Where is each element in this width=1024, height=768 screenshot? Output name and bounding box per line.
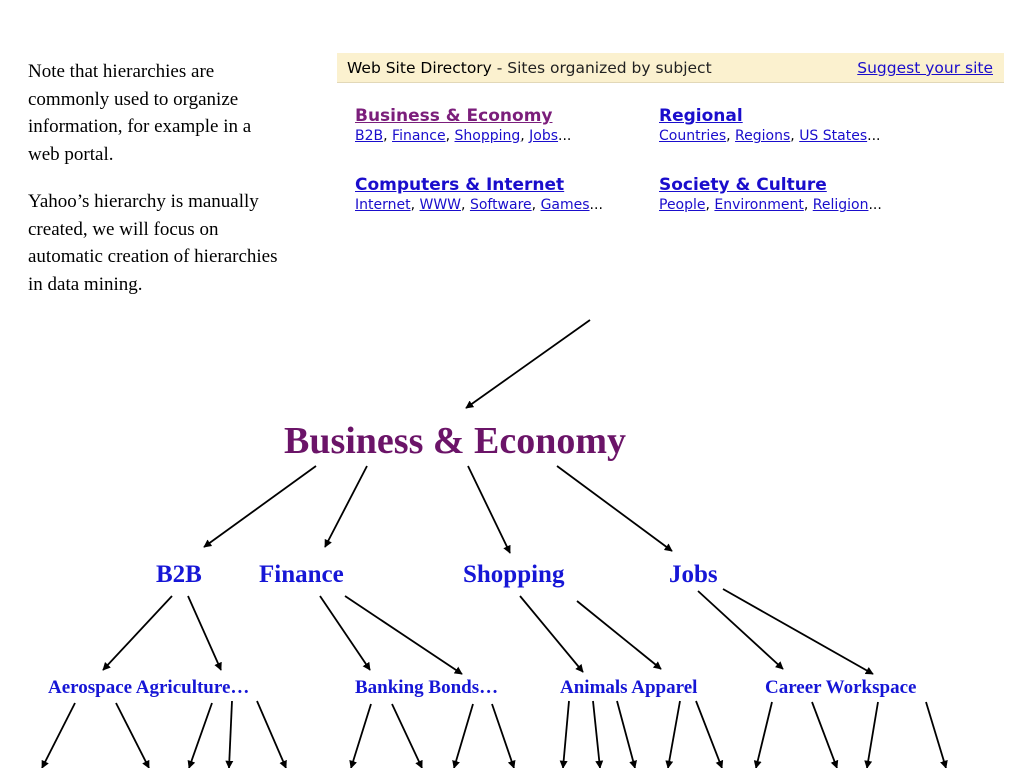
note-paragraph-1: Note that hierarchies are commonly used … — [28, 61, 252, 165]
directory-subtitle: - Sites organized by subject — [491, 59, 712, 77]
arrow-shopping-to-apparel — [576, 600, 662, 670]
subcategory-link[interactable]: WWW — [419, 197, 462, 213]
arrow-level3 — [187, 702, 213, 768]
subcategory-link[interactable]: Religion — [812, 197, 869, 213]
directory-title-text: Web Site Directory — [347, 59, 492, 77]
directory-title: Web Site Directory - Sites organized by … — [347, 59, 712, 77]
arrow-level3 — [225, 700, 234, 768]
subcategory-link[interactable]: People — [659, 197, 706, 213]
explanatory-note: Note that hierarchies are commonly used … — [28, 58, 278, 318]
arrow-finance-to-bonds — [344, 595, 463, 675]
subcategory-link[interactable]: Environment — [714, 197, 804, 213]
ellipsis: ... — [868, 197, 882, 213]
arrow-shopping-to-animals — [519, 595, 584, 673]
tree-node-career-workspace: Career Workspace — [765, 677, 917, 698]
arrow-b2b-to-agriculture — [187, 595, 222, 671]
subcategory-link[interactable]: Software — [469, 197, 532, 213]
tree-node-b2b: B2B — [156, 561, 202, 588]
category-link[interactable]: Computers & Internet — [355, 175, 565, 195]
tree-node-banking-bonds: Banking Bonds… — [355, 677, 499, 698]
category-regional: Regional Countries, Regions, US States..… — [659, 106, 880, 144]
category-link[interactable]: Business & Economy — [355, 106, 553, 126]
arrow-level3 — [864, 701, 879, 768]
arrow-level3 — [559, 700, 570, 768]
category-business-economy: Business & Economy B2B, Finance, Shoppin… — [355, 106, 571, 144]
tree-node-aerospace-agriculture: Aerospace Agriculture… — [48, 677, 250, 698]
tree-node-finance: Finance — [259, 561, 344, 588]
subcategory-list: B2B, Finance, Shopping, Jobs... — [355, 128, 572, 144]
arrow-level3 — [115, 702, 150, 768]
subcategory-link[interactable]: Regions — [735, 128, 791, 144]
arrow-jobs-to-workspace — [722, 588, 874, 675]
arrow-level3 — [925, 701, 948, 768]
ellipsis: ... — [558, 128, 572, 144]
arrow-root-to-jobs — [556, 465, 673, 552]
subcategory-link[interactable]: Shopping — [454, 128, 521, 144]
arrow-finance-to-banking — [319, 595, 371, 671]
ellipsis: ... — [867, 128, 881, 144]
ellipsis: ... — [589, 197, 603, 213]
subcategory-link[interactable]: B2B — [355, 128, 384, 144]
subcategory-link[interactable]: Internet — [355, 197, 411, 213]
category-computers-internet: Computers & Internet Internet, WWW, Soft… — [355, 175, 603, 213]
arrow-level3 — [616, 700, 637, 768]
web-site-directory: Web Site Directory - Sites organized by … — [337, 53, 1004, 233]
suggest-site-link[interactable]: Suggest your site — [857, 59, 993, 77]
subcategory-link[interactable]: Countries — [659, 128, 727, 144]
category-link[interactable]: Regional — [659, 106, 743, 126]
subcategory-link[interactable]: Finance — [392, 128, 446, 144]
arrow-level3 — [753, 701, 773, 768]
arrow-jobs-to-career — [697, 590, 784, 670]
subcategory-link[interactable]: US States — [799, 128, 868, 144]
arrow-level3 — [695, 700, 724, 768]
subcategory-link[interactable]: Games — [540, 197, 590, 213]
arrow-b2b-to-aerospace — [102, 595, 173, 671]
arrow-level3 — [491, 703, 516, 768]
subcategory-list: People, Environment, Religion... — [659, 197, 882, 213]
directory-header-bar: Web Site Directory - Sites organized by … — [337, 53, 1004, 83]
subcategory-list: Countries, Regions, US States... — [659, 128, 881, 144]
arrow-directory-to-root — [465, 319, 591, 409]
subcategory-link[interactable]: Jobs — [529, 128, 559, 144]
tree-node-animals-apparel: Animals Apparel — [560, 677, 698, 698]
note-paragraph-2: Yahoo’s hierarchy is manually created, w… — [28, 191, 278, 295]
category-link[interactable]: Society & Culture — [659, 175, 827, 195]
arrow-root-to-shopping — [467, 465, 511, 554]
arrow-root-to-finance — [324, 465, 368, 548]
subcategory-list: Internet, WWW, Software, Games... — [355, 197, 603, 213]
arrow-level3 — [811, 701, 839, 768]
arrow-level3 — [452, 703, 474, 768]
arrow-level3 — [391, 703, 423, 768]
arrow-level3 — [592, 700, 604, 768]
arrow-root-to-b2b — [203, 465, 317, 548]
arrow-level3 — [349, 703, 372, 768]
arrow-level3 — [665, 700, 681, 768]
tree-node-shopping: Shopping — [463, 561, 565, 588]
category-society-culture: Society & Culture People, Environment, R… — [659, 175, 882, 213]
tree-node-jobs: Jobs — [669, 561, 718, 588]
arrow-level3 — [41, 702, 76, 768]
tree-root-node: Business & Economy — [283, 420, 627, 462]
arrow-level3 — [256, 700, 287, 768]
